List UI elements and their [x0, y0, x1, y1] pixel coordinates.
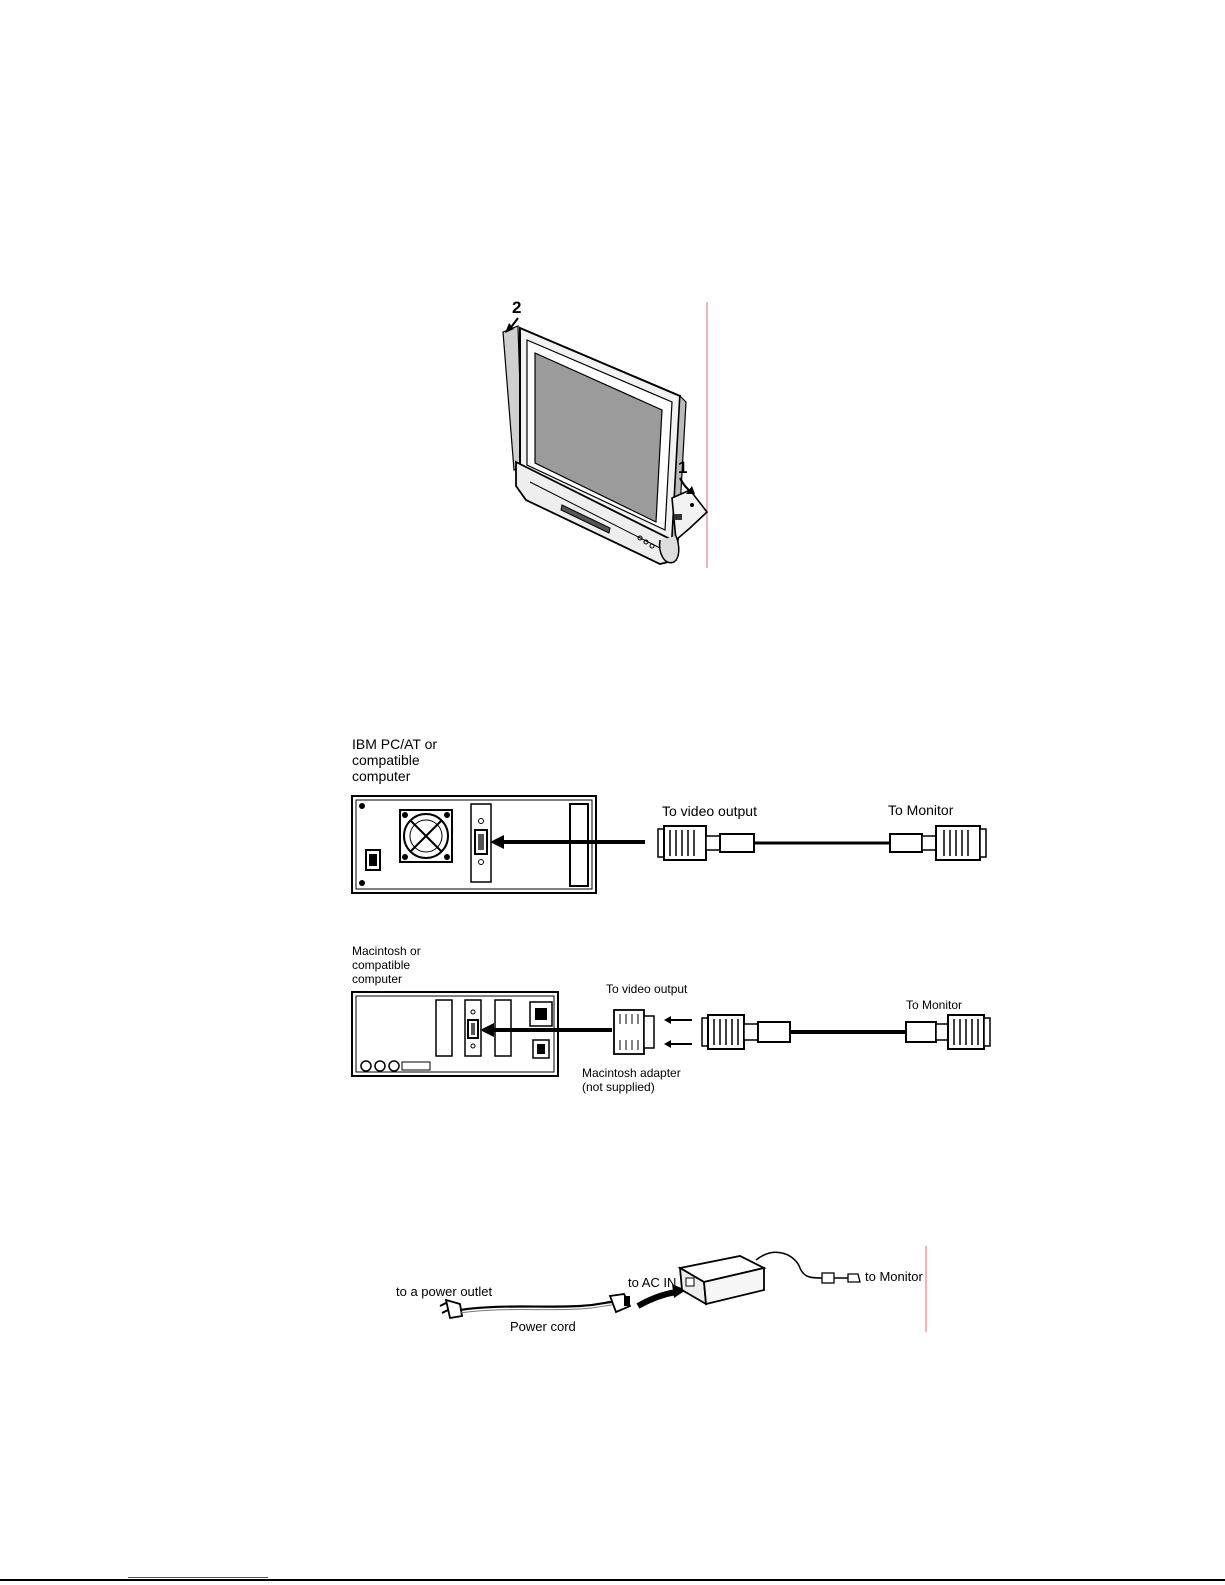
page-bottom-rule [0, 1579, 1225, 1581]
power-cord [460, 1302, 612, 1310]
dc-plug [848, 1274, 860, 1282]
page-footer-link[interactable] [128, 1577, 268, 1578]
ac-adapter-brick [680, 1256, 764, 1304]
ac-in-arrow [638, 1292, 676, 1306]
dc-ferrite [822, 1273, 834, 1283]
power-connection-illustration [0, 0, 1225, 1400]
dc-cable [756, 1252, 822, 1278]
wall-plug [440, 1300, 462, 1318]
